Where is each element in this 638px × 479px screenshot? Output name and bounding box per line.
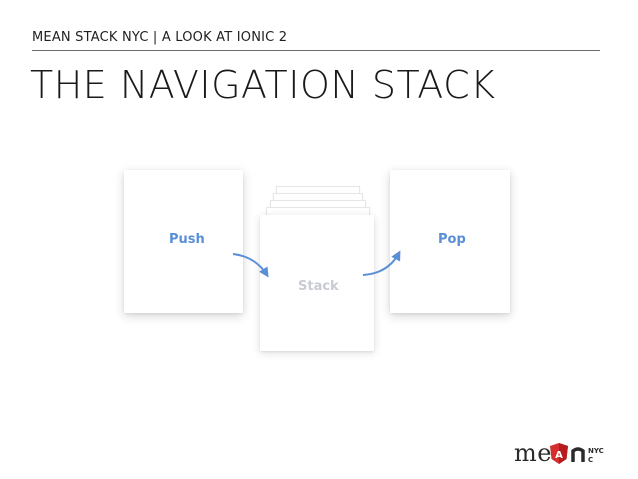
stack-label: Stack — [298, 279, 339, 294]
slide-title: THE NAVIGATION STACK — [30, 63, 496, 107]
push-label: Push — [169, 232, 205, 247]
pop-card: Pop — [390, 170, 510, 313]
slide-header: MEAN STACK NYC | A LOOK AT IONIC 2 — [32, 30, 288, 45]
svg-text:C: C — [588, 456, 593, 464]
header-divider — [32, 50, 600, 51]
pop-label: Pop — [438, 232, 466, 247]
svg-text:A: A — [555, 450, 563, 461]
stack-card: Stack — [260, 215, 374, 351]
logo-graphic: A NYC C — [550, 443, 604, 464]
svg-text:NYC: NYC — [588, 447, 604, 455]
push-card: Push — [124, 170, 243, 313]
logo-wordmark: me — [514, 439, 552, 467]
